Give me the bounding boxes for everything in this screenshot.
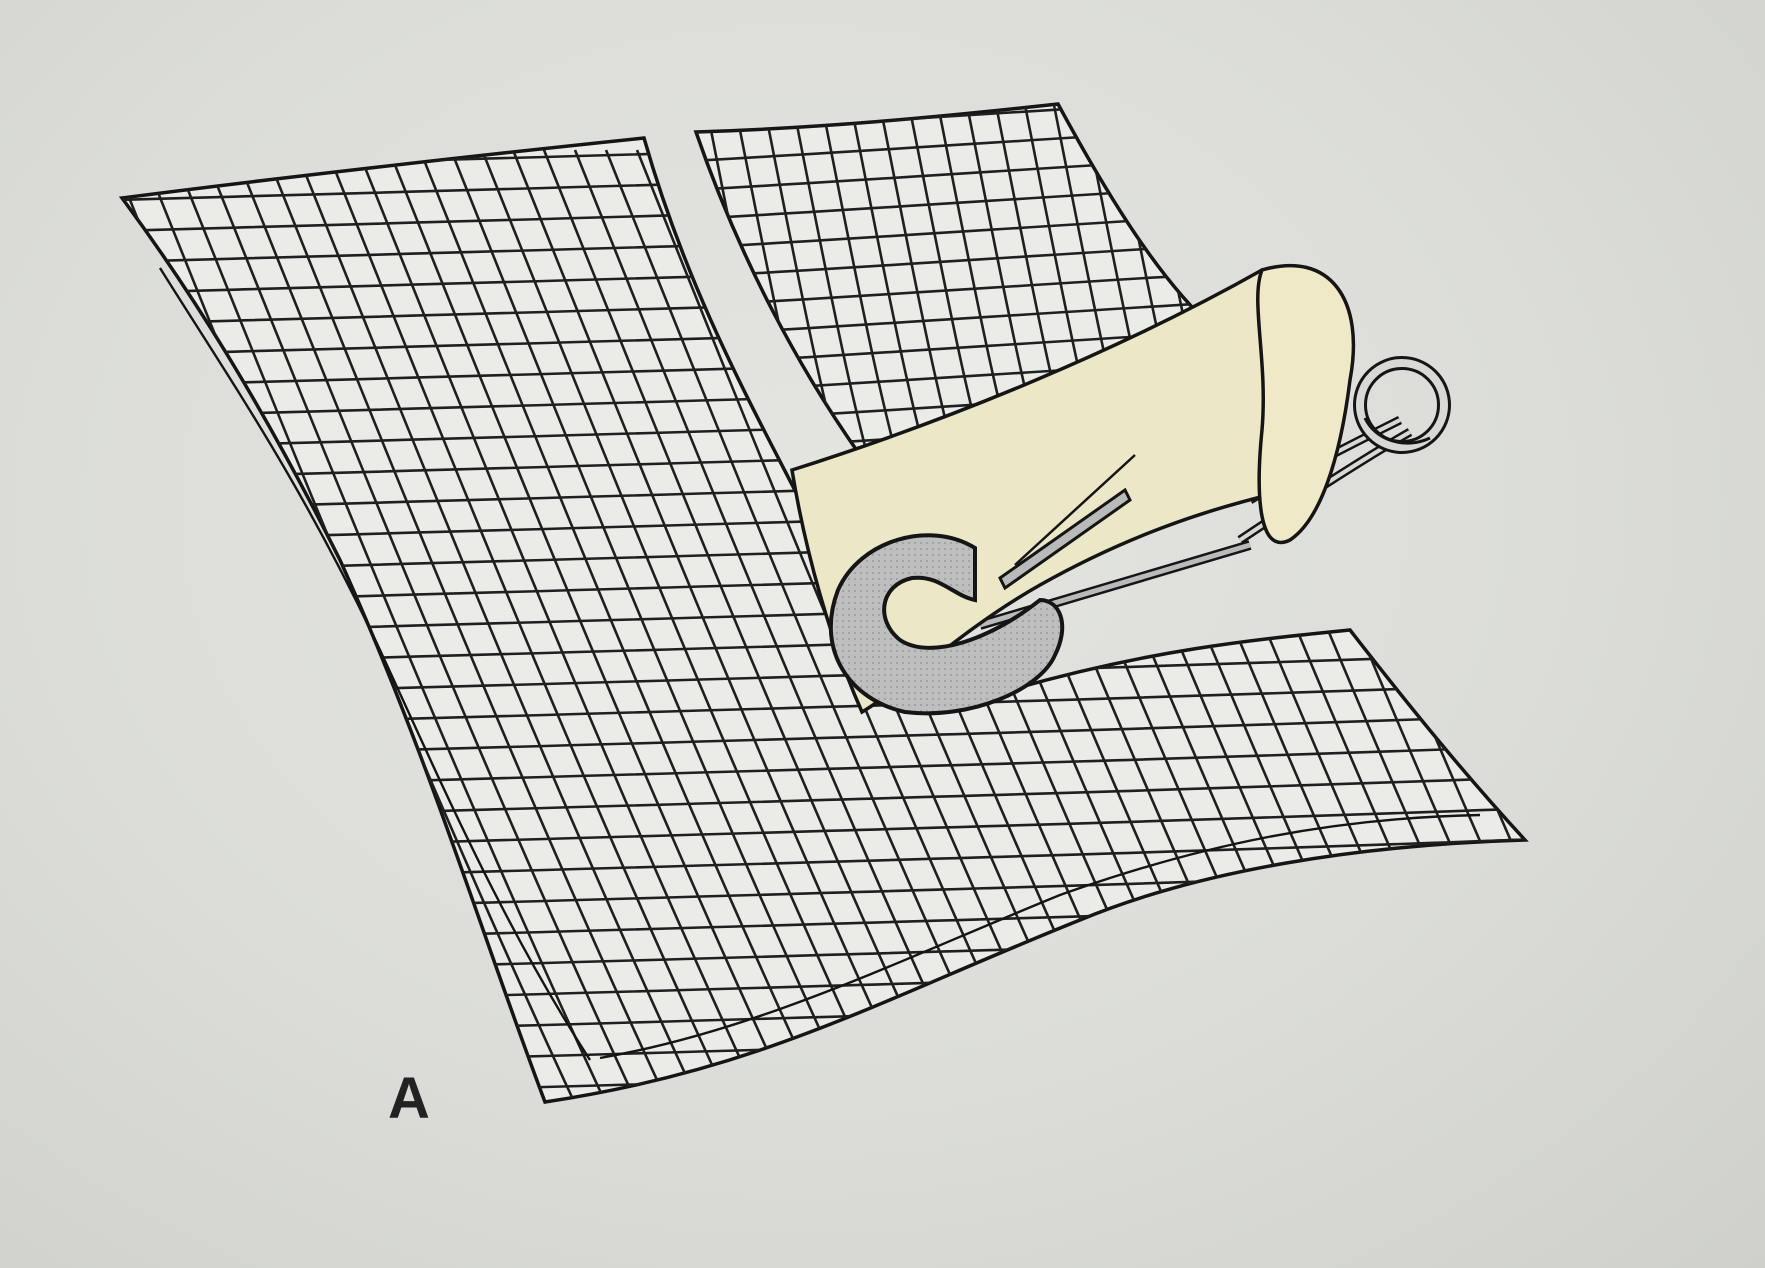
grid-line xyxy=(991,104,1165,455)
grid-line xyxy=(696,227,1215,306)
grid-line xyxy=(418,149,842,1102)
fabric-flap xyxy=(790,263,1356,715)
grid-line xyxy=(696,314,1215,393)
grid-line xyxy=(696,111,1215,190)
grid-line xyxy=(696,140,1215,219)
grid-line xyxy=(263,149,687,1102)
grid-line xyxy=(542,149,966,1102)
grid-line xyxy=(122,826,1525,905)
grid-line xyxy=(1410,149,1525,1102)
grid-line xyxy=(122,1043,1525,1102)
grid-line xyxy=(1049,104,1215,455)
grid-line xyxy=(1567,150,1765,1140)
safety-pin-head xyxy=(828,533,1065,716)
grid-line xyxy=(1379,149,1525,1102)
grid-line xyxy=(696,343,1215,422)
grid-line xyxy=(696,285,1215,364)
grid-line xyxy=(696,169,1215,248)
grid-line xyxy=(1348,149,1525,1102)
grid-line xyxy=(1472,149,1525,1102)
grid-line xyxy=(696,104,1215,132)
grid-line xyxy=(696,198,1215,277)
safety-pin-wire xyxy=(998,454,1136,591)
grid-line xyxy=(788,104,962,455)
grid-line xyxy=(232,149,656,1102)
grid-line xyxy=(1317,149,1525,1102)
grid-line xyxy=(122,149,222,1102)
grid-line xyxy=(1598,150,1765,1140)
grid-line xyxy=(1536,150,1765,1140)
grid-line xyxy=(201,149,625,1102)
grid-line xyxy=(1020,104,1194,455)
figure-label: A xyxy=(388,1066,430,1131)
grid-line xyxy=(730,104,904,455)
grid-line xyxy=(122,1074,1525,1102)
grid-line xyxy=(511,149,935,1102)
grid-line xyxy=(933,104,1107,455)
grid-line xyxy=(696,372,1215,451)
grid-line xyxy=(759,104,933,455)
grid-line xyxy=(122,1012,1525,1091)
grid-line xyxy=(122,138,1525,192)
grid-line xyxy=(817,104,991,455)
grid-line xyxy=(846,104,1020,455)
grid-line xyxy=(1503,149,1525,1102)
grid-line xyxy=(696,256,1215,335)
grid-line xyxy=(1441,149,1525,1102)
grid-line xyxy=(962,104,1136,455)
grid-line xyxy=(449,149,873,1102)
grid-line xyxy=(875,104,1049,455)
grid-line xyxy=(904,104,1078,455)
